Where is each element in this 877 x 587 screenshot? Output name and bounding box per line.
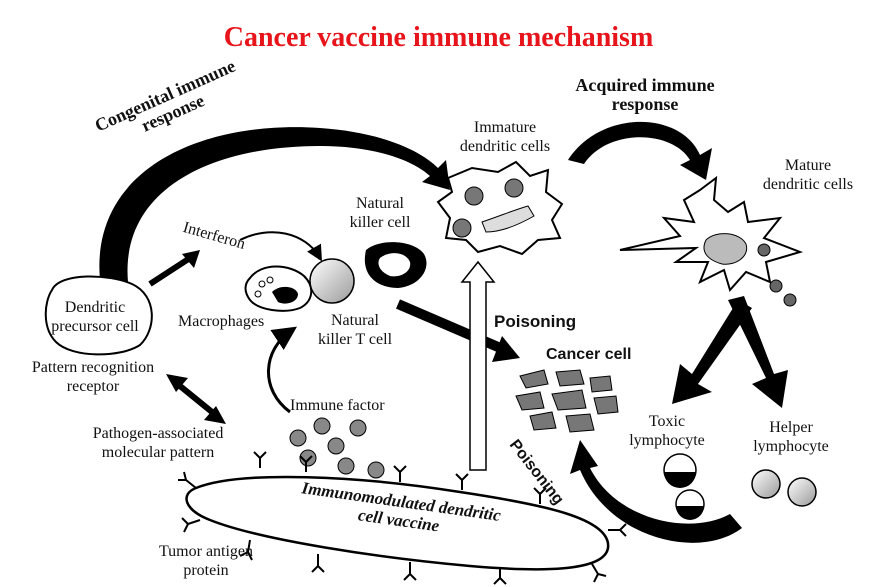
immune-factor-arrow [267, 326, 297, 414]
cancer-cell-label: Cancer cell [546, 346, 632, 363]
acquired-arrow [568, 121, 712, 180]
dendritic-precursor-label-line2: precursor cell [51, 318, 139, 335]
toxic-label-line1: Toxic [648, 413, 686, 430]
helper-lymphocytes [751, 469, 817, 507]
congenital-arrow [99, 127, 450, 282]
tumor-antigen-label-line2: protein [183, 562, 229, 579]
macrophages-label: Macrophages [178, 313, 265, 330]
nk-label-line2: killer cell [349, 214, 411, 231]
nkt-label-line1: Natural [331, 312, 379, 329]
prr-label-line1: Pattern recognition [31, 359, 155, 376]
helper-label-line1: Helper [769, 419, 813, 436]
mature-dendritic-cell [619, 175, 804, 307]
toxic-label: Toxic lymphocyte [612, 412, 722, 450]
helper-label-line2: lymphocyte [753, 438, 829, 455]
nk-label-line1: Natural [356, 195, 404, 212]
receptors [178, 451, 627, 585]
nkt-cell [309, 258, 355, 304]
dendritic-precursor-cell [44, 275, 153, 356]
pamp-label-line2: molecular pattern [101, 444, 215, 461]
interferon-arrow [148, 250, 200, 287]
acquired-label-line1: Acquired immune [575, 75, 715, 95]
prr-label: Pattern recognition receptor [16, 358, 170, 396]
immature-dendritic-cell [436, 160, 564, 256]
poisoning-top-label: Poisoning [494, 312, 577, 331]
cancer-cell-cluster [515, 369, 619, 433]
poisoning-arrow-top [396, 299, 520, 362]
mature-label: Mature dendritic cells [748, 156, 868, 194]
nkt-label-line2: killer T cell [317, 331, 393, 348]
poisoning-arrow-bottom [570, 440, 742, 543]
prr-pamp-double-arrow [166, 374, 226, 424]
toxic-lymphocytes [663, 453, 705, 520]
tumor-antigen-label-line1: Tumor antigen [158, 543, 254, 560]
mature-label-line2: dendritic cells [762, 176, 854, 193]
pamp-label: Pathogen-associated molecular pattern [58, 424, 258, 462]
helper-label: Helper lymphocyte [736, 418, 846, 456]
diagram-title: Cancer vaccine immune mechanism [223, 22, 654, 53]
nk-cell [364, 242, 427, 288]
vaccine-to-immature-arrow [460, 260, 496, 471]
acquired-label: Acquired immune response [545, 76, 745, 114]
dendritic-precursor-label-line1: Dendritic [64, 299, 126, 316]
to-lymphocyte-arrows [672, 296, 788, 408]
nkt-label: Natural killer T cell [300, 311, 410, 349]
pamp-label-line1: Pathogen-associated [92, 425, 224, 442]
immature-label-line2: dendritic cells [459, 138, 551, 155]
immune-factor-dots [289, 417, 385, 479]
immature-label: Immature dendritic cells [440, 118, 570, 156]
tumor-antigen-label: Tumor antigen protein [146, 542, 266, 580]
immature-label-line1: Immature [473, 119, 537, 136]
acquired-label-line2: response [611, 94, 679, 114]
immune-factor-label: Immune factor [290, 397, 385, 414]
nk-label: Natural killer cell [330, 194, 430, 232]
vaccine-cell [185, 475, 610, 571]
mature-label-line1: Mature [784, 157, 832, 174]
interferon-to-nkt-arrow [239, 231, 323, 262]
prr-label-line2: receptor [66, 378, 120, 395]
macrophage-cell [244, 265, 313, 312]
toxic-label-line2: lymphocyte [629, 432, 705, 449]
dendritic-precursor-label: Dendritic precursor cell [36, 298, 154, 336]
